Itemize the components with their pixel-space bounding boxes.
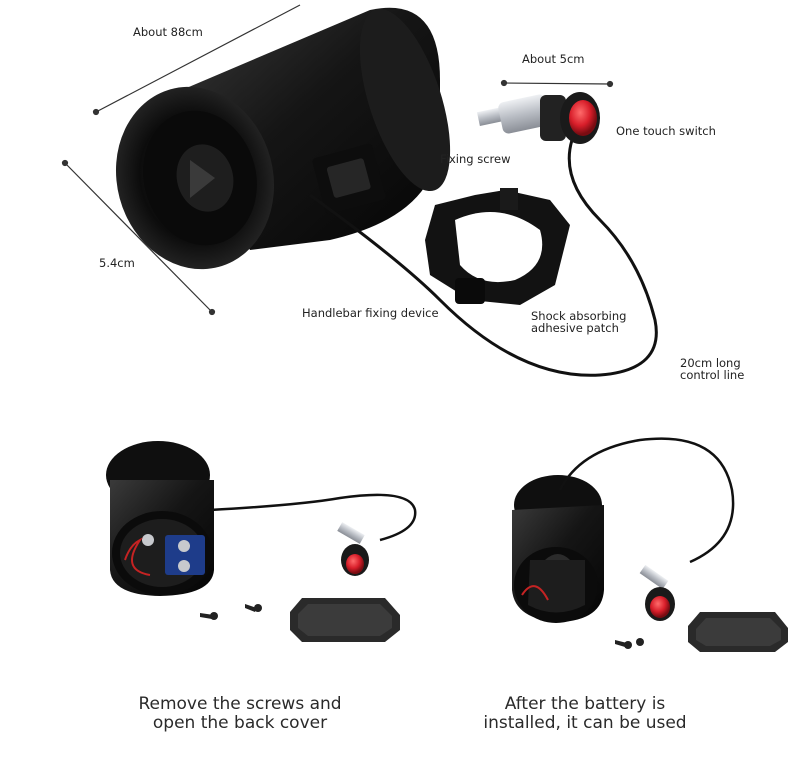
length-label: About 88cm [133, 25, 203, 39]
control-cable [309, 139, 658, 377]
fixing-screw-label: Fixing screw [440, 152, 511, 166]
small-switch-left [337, 522, 369, 576]
handlebar-fixing-label: Handlebar fixing device [302, 306, 439, 320]
small-switch-right [639, 564, 675, 621]
caption-left-line1: Remove the screws and [138, 694, 342, 714]
back-cover-right [688, 612, 788, 652]
caption-left-line2: open the back cover [152, 713, 328, 733]
switch-size-label: About 5cm [522, 52, 585, 66]
handlebar-clamp [425, 188, 570, 305]
control-line-line2: control line [680, 368, 745, 382]
back-cover-left [290, 598, 400, 642]
one-touch-switch [476, 92, 600, 144]
shock-absorbing-label: Shock absorbing adhesive patch [531, 310, 626, 334]
dimension-lines [61, 4, 614, 316]
shock-absorbing-line1: Shock absorbing [531, 309, 627, 323]
control-line-label: 20cm long control line [680, 357, 744, 381]
screws-right [615, 638, 644, 649]
caption-left: Remove the screws and open the back cove… [90, 695, 390, 733]
one-touch-switch-label: One touch switch [616, 124, 716, 138]
control-line-line1: 20cm long [680, 356, 741, 370]
caption-right-line2: installed, it can be used [483, 713, 687, 733]
diameter-label: 5.4cm [99, 256, 135, 270]
caption-right: After the battery is installed, it can b… [440, 695, 730, 733]
caption-right-line1: After the battery is [504, 694, 666, 714]
horn-unit [115, 7, 451, 270]
shock-absorbing-line2: adhesive patch [531, 321, 619, 335]
opened-horn-unit [106, 441, 417, 596]
screws-left [200, 604, 262, 620]
assembled-horn-unit [512, 437, 735, 623]
